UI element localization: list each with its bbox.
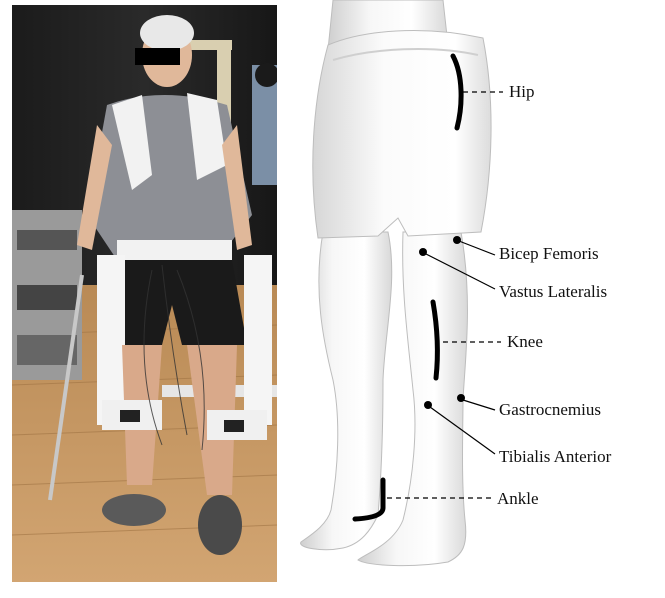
tibialis-anterior-label: Tibialis Anterior [499, 448, 611, 465]
leg-model-diagram: Hip Bicep Femoris Vastus Lateralis Knee … [283, 0, 665, 593]
vastus-lateralis-electrode [419, 248, 427, 256]
left-leg-model [301, 232, 392, 550]
leg-model-svg [283, 0, 665, 593]
subject-left-shoe [102, 494, 166, 526]
exoskeleton-left-strut [97, 255, 125, 425]
hip-label: Hip [509, 83, 535, 100]
gastrocnemius-leader-line [463, 400, 495, 410]
eeg-cap [140, 15, 194, 51]
subject-photo [12, 5, 277, 582]
bicep-femoris-label: Bicep Femoris [499, 245, 599, 262]
face-censor-bar [135, 48, 180, 65]
subject-right-shoe [198, 495, 242, 555]
knee-label: Knee [507, 333, 543, 350]
gastrocnemius-label: Gastrocnemius [499, 401, 601, 418]
shorts-model [313, 31, 491, 238]
bicep-femoris-electrode [453, 236, 461, 244]
ankle-label: Ankle [497, 490, 539, 507]
subject-photo-illustration [12, 5, 277, 582]
vastus-lateralis-label: Vastus Lateralis [499, 283, 607, 300]
exoskeleton-right-strut [244, 255, 272, 425]
